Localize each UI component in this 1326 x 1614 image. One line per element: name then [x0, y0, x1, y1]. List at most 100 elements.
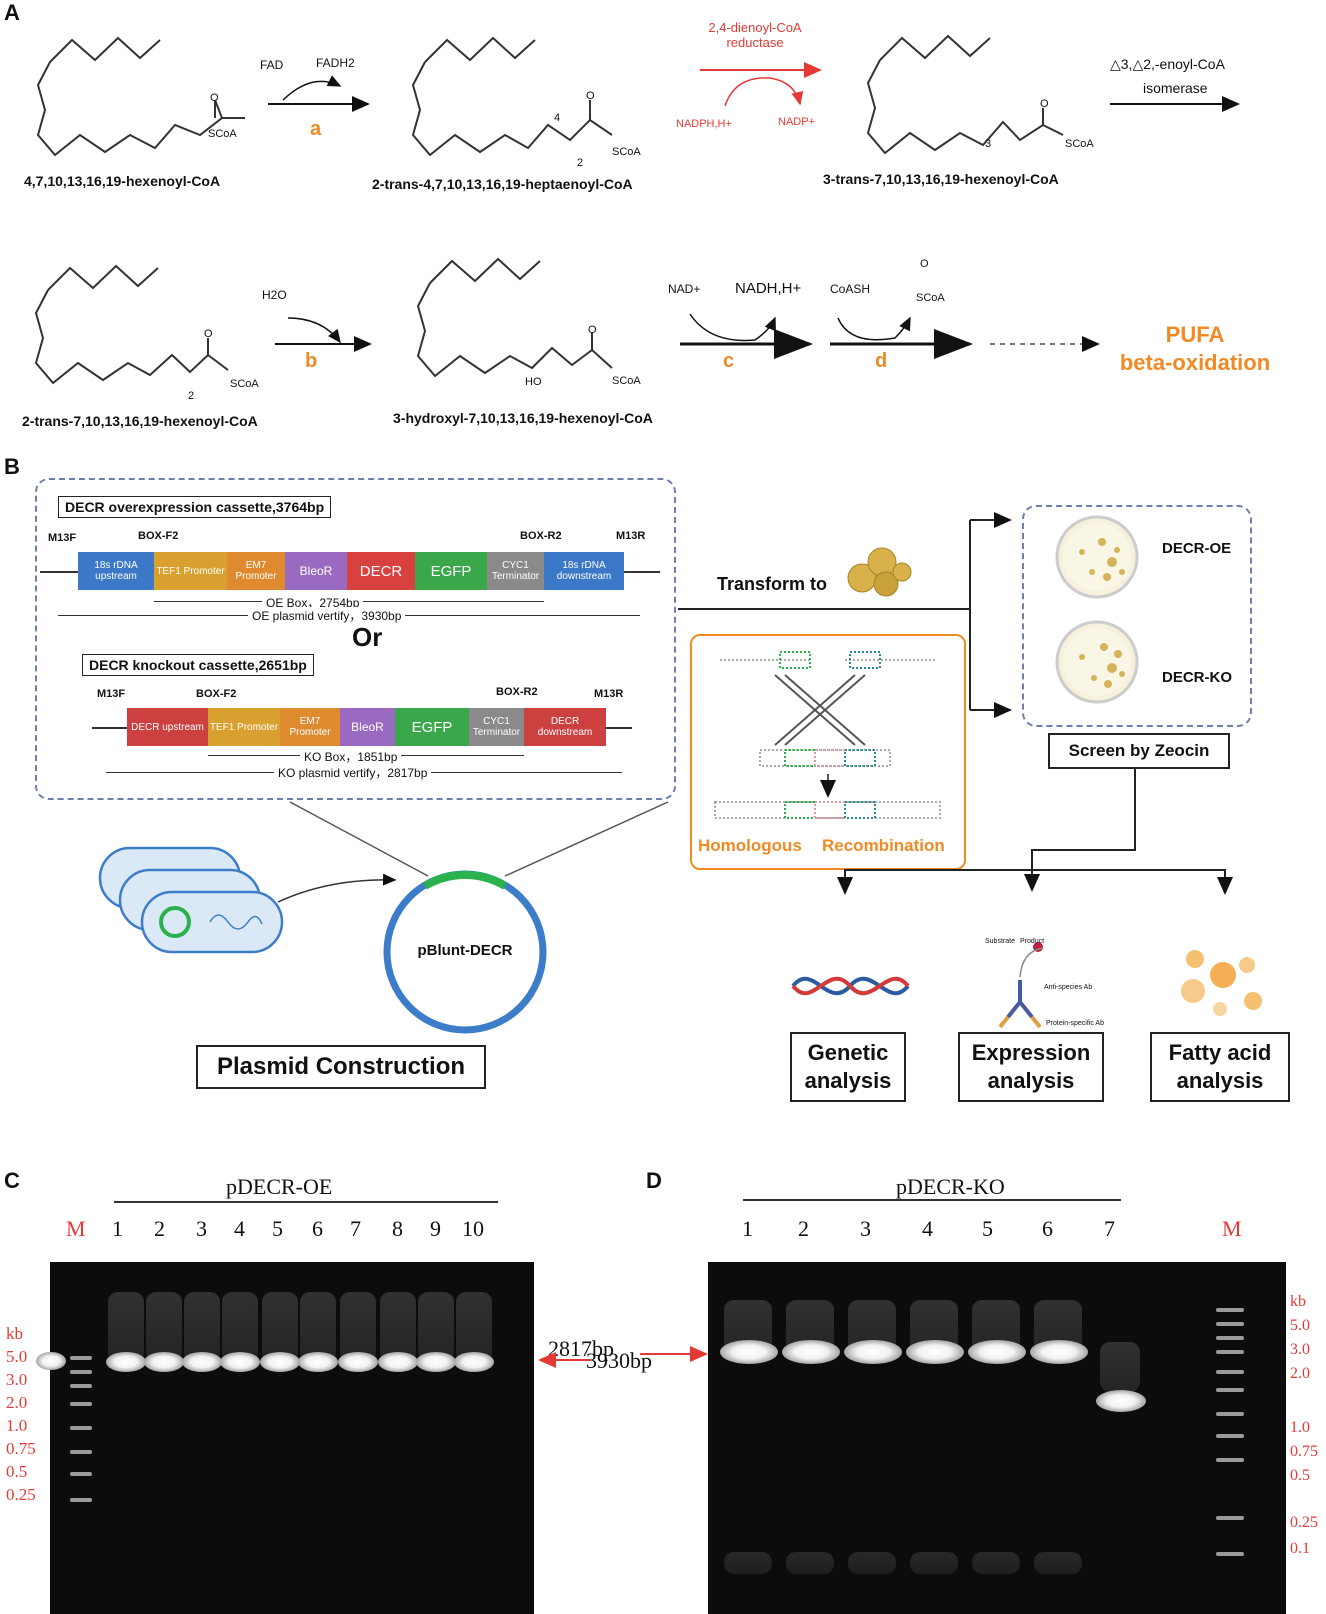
ko-cassette-title: DECR knockout cassette,2651bp	[82, 654, 314, 676]
pos-2-a: 2	[577, 157, 584, 169]
isomerase-line2: isomerase	[1143, 80, 1208, 96]
genetic-analysis-box: Genetic analysis	[790, 1032, 906, 1102]
gel-c-title-rule	[114, 1201, 498, 1203]
fatty-acid-analysis-box: Fatty acid analysis	[1150, 1032, 1290, 1102]
pufa-label-1: PUFA	[1165, 322, 1225, 347]
ko-seg-decr-up: DECR upstream	[127, 708, 208, 746]
gel-c-lane-10: 10	[462, 1216, 484, 1241]
carbonyl-o-5: O	[588, 324, 597, 336]
gel-c-2817-label: 2817bp	[548, 1336, 614, 1361]
gel-c-lane-8: 8	[392, 1216, 403, 1241]
gel-c-3930-label: 3930bp	[586, 1348, 652, 1373]
branch-arrows	[969, 512, 1012, 718]
expression-analysis-box: Expression analysis	[958, 1032, 1104, 1102]
pos-3: 3	[985, 138, 992, 150]
gel-c-lane-9: 9	[430, 1216, 441, 1241]
or-text: Or	[352, 622, 383, 652]
ko-m13r: M13R	[594, 688, 624, 700]
oe-seg-em7: EM7 Promoter	[227, 552, 285, 590]
substrate-label: Substrate	[985, 938, 1015, 945]
molecule-5	[416, 257, 613, 378]
gel-d-title: pDECR-KO	[896, 1174, 1005, 1199]
ko-boxr2: BOX-R2	[496, 686, 538, 698]
anti-species-label: Anti-species Ab	[1044, 984, 1093, 991]
gel-c-title: pDECR-OE	[226, 1174, 333, 1199]
gel-c-2.0: 2.0	[6, 1393, 28, 1412]
fatty-line1: Fatty acid	[1168, 1040, 1272, 1065]
compound-5-label: 3-hydroxyl-7,10,13,16,19-hexenoyl-CoA	[393, 410, 653, 426]
gel-c-kb: kb	[6, 1324, 23, 1343]
petri-dishes	[1055, 515, 1139, 704]
ko-box-length: KO Box，1851bp	[300, 748, 402, 765]
hydroxyl-label: HO	[525, 376, 542, 388]
gel-d-lane-labels: 1 2 3 4 5 6 7	[742, 1216, 1142, 1244]
gel-d-ladder-labels-low: 0.25 0.1	[1290, 1510, 1318, 1562]
gel-c-left-band	[36, 1352, 66, 1370]
nadp-label: NADP+	[778, 116, 815, 128]
oe-m13f: M13F	[48, 532, 77, 544]
gel-c-image	[36, 1262, 534, 1614]
compound-4-label: 2-trans-7,10,13,16,19-hexenoyl-CoA	[22, 413, 258, 429]
ko-seg-egfp: EGFP	[395, 708, 469, 746]
transform-label: Transform to	[717, 574, 828, 594]
plasmid-construction-box: Plasmid Construction	[196, 1045, 486, 1089]
panel-label-b: B	[4, 454, 20, 479]
ko-plasmid-length: KO plasmid vertify，2817bp	[274, 764, 432, 781]
gel-d-lane-2: 2	[798, 1216, 809, 1241]
transform-line	[678, 608, 970, 610]
gel-d-image	[708, 1262, 1286, 1614]
ko-boxf2: BOX-F2	[196, 688, 237, 700]
oe-seg-rdna-down: 18s rDNA downstream	[544, 552, 624, 590]
scoa-acetyl: SCoA	[916, 292, 945, 304]
recombination-label: Recombination	[822, 836, 945, 855]
molecule-2	[411, 36, 613, 157]
ko-seg-bleor: BleoR	[340, 708, 395, 746]
ko-strain-label: DECR-KO	[1162, 669, 1232, 686]
screen-zeocin-box: Screen by Zeocin	[1048, 733, 1230, 769]
oe-seg-egfp: EGFP	[415, 552, 487, 590]
gel-d-0.75: 0.75	[1290, 1443, 1318, 1460]
ko-seg-decr-down: DECR downstream	[524, 708, 606, 746]
gel-d-ladder-labels-mid: 1.0 0.75 0.5	[1290, 1416, 1318, 1488]
oe-seg-cyc1: CYC1 Terminator	[487, 552, 544, 590]
expression-line1: Expression	[971, 1040, 1091, 1065]
gel-c-0.5: 0.5	[6, 1462, 28, 1481]
yeast-cluster-icon	[847, 547, 912, 597]
expression-line2: analysis	[987, 1068, 1075, 1093]
nad-label: NAD+	[668, 282, 701, 296]
carbonyl-o-3: O	[1040, 98, 1049, 110]
gel-d-lane-5: 5	[982, 1216, 993, 1241]
plasmid-name: pBlunt-DECR	[417, 942, 513, 959]
gel-d-kb: kb	[1290, 1293, 1306, 1310]
scoa-5: SCoA	[612, 375, 641, 387]
gel-d-2817-arrow	[640, 1346, 708, 1362]
gel-c-0.25: 0.25	[6, 1485, 36, 1504]
oe-cassette-title: DECR overexpression cassette,3764bp	[58, 496, 332, 518]
ecoli-cells	[98, 846, 284, 954]
gel-c-marker-label: M	[66, 1216, 86, 1241]
scoa-4: SCoA	[230, 378, 259, 390]
gel-c-lane-labels: 1 2 3 4 5 6 7 8 9 10	[112, 1216, 512, 1244]
fadh2-label: FADH2	[316, 56, 355, 70]
product-label: Product	[1020, 938, 1045, 945]
gel-d-lane-7: 7	[1104, 1216, 1115, 1241]
pos-2-b: 2	[188, 390, 195, 402]
cassette-box	[35, 478, 676, 800]
molecule-3	[866, 34, 1064, 155]
gel-c-5.0: 5.0	[6, 1347, 28, 1366]
gel-c-lane-5: 5	[272, 1216, 283, 1241]
gel-d-lane-6: 6	[1042, 1216, 1053, 1241]
gel-c-1.0: 1.0	[6, 1416, 28, 1435]
plasmid-insert	[422, 870, 508, 890]
carbonyl-o-6: O	[920, 258, 929, 270]
compound-3-label: 3-trans-7,10,13,16,19-hexenoyl-CoA	[823, 171, 1059, 187]
compound-1-label: 4,7,10,13,16,19-hexenoyl-CoA	[24, 173, 221, 189]
fatty-acid-droplets-icon	[1181, 950, 1262, 1016]
gel-c-lane-7: 7	[350, 1216, 361, 1241]
ko-seg-tef1: TEF1 Promoter	[208, 708, 280, 746]
step-a: a	[310, 118, 322, 140]
gel-c-lane-1: 1	[112, 1216, 123, 1241]
coash-label: CoASH	[830, 282, 871, 296]
pathway-structures	[34, 34, 1240, 385]
isomerase-line1: △3,△2,-enoyl-CoA	[1110, 56, 1225, 72]
